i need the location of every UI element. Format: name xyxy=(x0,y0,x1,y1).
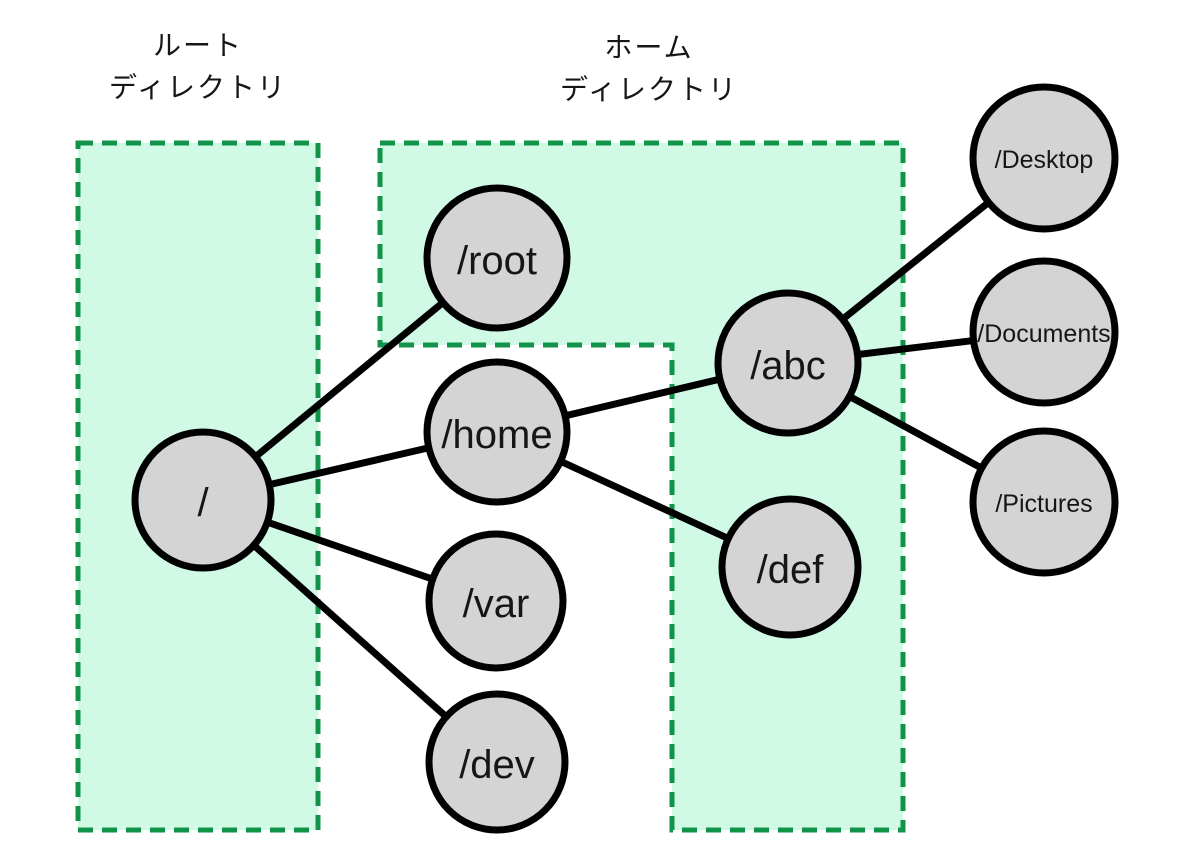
node-slashroot: /root xyxy=(423,184,571,332)
node-home: /home xyxy=(423,358,571,506)
node-documents-circle xyxy=(969,257,1119,407)
node-root: / xyxy=(131,428,275,572)
node-var-circle xyxy=(425,530,567,672)
node-documents-label: /Documents xyxy=(977,320,1110,348)
root-directory-caption-line1: ルート xyxy=(152,30,243,61)
node-var-label: /var xyxy=(463,582,530,626)
node-pictures: /Pictures xyxy=(969,427,1119,577)
node-dev-label: /dev xyxy=(459,743,535,787)
node-desktop-label: /Desktop xyxy=(995,146,1094,174)
node-dev: /dev xyxy=(425,690,569,834)
home-directory-caption-line2: ディレクトリ xyxy=(559,74,739,105)
node-dev-circle xyxy=(425,690,569,834)
root-directory-caption: ルート ディレクトリ xyxy=(78,25,318,109)
node-def: /def xyxy=(718,495,862,639)
node-slashroot-circle xyxy=(423,184,571,332)
node-var: /var xyxy=(425,530,567,672)
node-home-circle xyxy=(423,358,571,506)
node-root-label: / xyxy=(197,481,209,525)
node-desktop: /Desktop xyxy=(969,83,1119,233)
node-root-circle xyxy=(131,428,275,572)
node-abc-circle xyxy=(714,289,862,437)
node-documents: /Documents xyxy=(969,257,1119,407)
root-directory-caption-line2: ディレクトリ xyxy=(108,72,288,103)
node-home-label: /home xyxy=(441,413,552,457)
node-def-label: /def xyxy=(757,548,825,592)
node-pictures-circle xyxy=(969,427,1119,577)
node-pictures-label: /Pictures xyxy=(995,490,1092,518)
node-desktop-circle xyxy=(969,83,1119,233)
node-slashroot-label: /root xyxy=(457,239,537,283)
node-abc: /abc xyxy=(714,289,862,437)
home-directory-caption: ホーム ディレクトリ xyxy=(469,27,829,111)
home-directory-caption-line1: ホーム xyxy=(604,32,694,63)
node-abc-label: /abc xyxy=(750,344,826,388)
node-def-circle xyxy=(718,495,862,639)
node-group: / /root /home /var /dev /abc xyxy=(131,83,1119,834)
